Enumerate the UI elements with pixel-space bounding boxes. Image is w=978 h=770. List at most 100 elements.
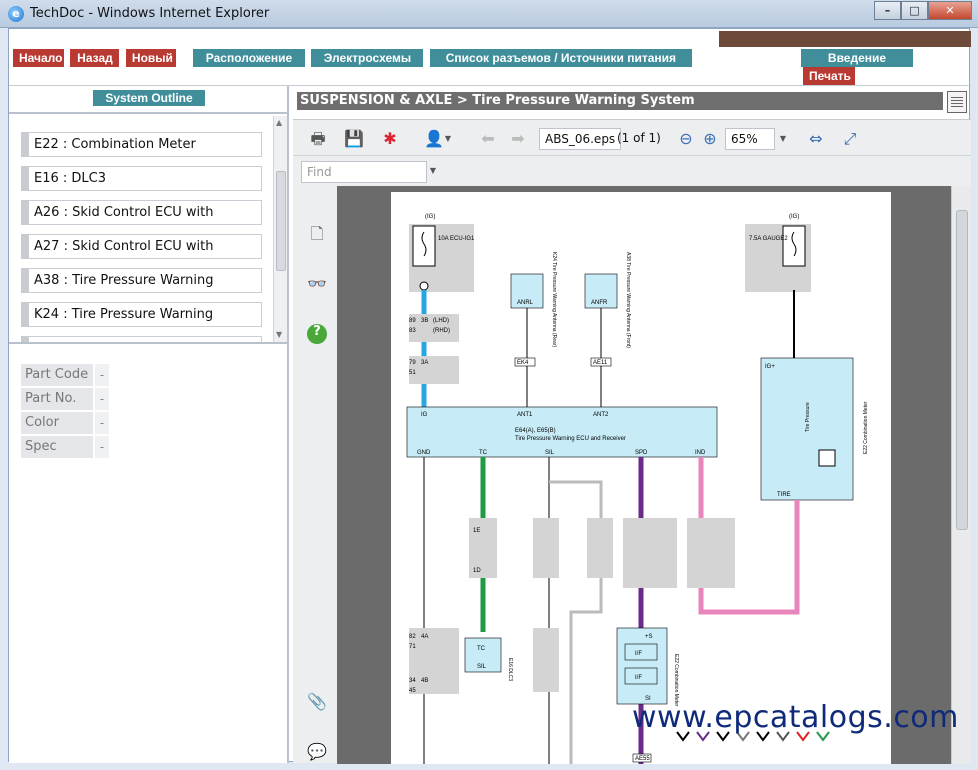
- next-page-icon[interactable]: ➡: [511, 129, 525, 148]
- if-block: [624, 667, 658, 685]
- attachment-icon[interactable]: 📎: [307, 692, 327, 711]
- filename-field[interactable]: ABS_06.eps: [539, 128, 622, 150]
- list-item-partial[interactable]: [21, 336, 262, 342]
- viewer-scrollbar[interactable]: [951, 186, 971, 764]
- watermark: www.epcatalogs.com: [632, 700, 959, 735]
- nav-connectors-button[interactable]: Список разъемов / Источники питания: [429, 49, 692, 67]
- connector-tag-label: AE55: [635, 756, 650, 762]
- list-item[interactable]: A27 : Skid Control ECU with: [21, 234, 262, 259]
- nav-intro-button[interactable]: Введение: [801, 49, 913, 67]
- prop-key: Part No.: [21, 388, 93, 410]
- meter-pin: IG+: [765, 364, 775, 370]
- user-dropdown-icon[interactable]: ▼: [444, 134, 452, 143]
- nav-print-button[interactable]: Печать: [803, 67, 855, 85]
- meter2-pin: I/F: [635, 651, 642, 657]
- legend-arrows: [676, 731, 830, 742]
- connector-tag: [632, 753, 652, 763]
- zoom-dropdown-icon[interactable]: ▼: [779, 134, 787, 143]
- pin-number: 45: [409, 688, 416, 694]
- minimize-button[interactable]: –: [874, 1, 901, 20]
- prev-page-icon[interactable]: ⬅: [481, 129, 495, 148]
- dlc3-label: E16 DLC3: [507, 658, 513, 681]
- list-item[interactable]: A38 : Tire Pressure Warning: [21, 268, 262, 293]
- antenna-front-label: ANFR: [591, 300, 608, 306]
- meter2-pin: SI: [645, 696, 651, 702]
- nav-back-button[interactable]: Назад: [70, 49, 120, 67]
- connector-code: 4A: [421, 634, 428, 640]
- nav-right: Введение Печать: [801, 49, 969, 85]
- page-content: Начало Назад Новый Расположение Электрос…: [8, 28, 971, 764]
- header-divider: [9, 85, 971, 86]
- sil-wire-rhd: [549, 480, 603, 764]
- ecu-label-2: Tire Pressure Warning ECU and Receiver: [515, 436, 626, 442]
- close-button[interactable]: ✕: [928, 1, 972, 20]
- window-title: TechDoc - Windows Internet Explorer: [30, 6, 270, 21]
- binoculars-icon[interactable]: 👓: [307, 274, 327, 293]
- find-input[interactable]: Find: [301, 161, 427, 183]
- dlc3-box: [464, 637, 502, 673]
- connector-tag: [590, 357, 612, 367]
- connector-code: 1E: [473, 528, 480, 534]
- list-item[interactable]: E16 : DLC3: [21, 166, 262, 191]
- list-scroll-thumb[interactable]: [276, 171, 286, 271]
- window-controls: – □ ✕: [874, 1, 972, 20]
- list-item[interactable]: E22 : Combination Meter: [21, 132, 262, 157]
- nav-home-button[interactable]: Начало: [13, 49, 64, 67]
- fuse-right-label: 7.5A GAUGE2: [749, 236, 788, 242]
- zoom-in-icon[interactable]: ⊕: [703, 129, 717, 148]
- meter-pin: TIRE: [777, 492, 791, 498]
- meter2-pin: I/F: [635, 675, 642, 681]
- nav-new-button[interactable]: Новый: [125, 49, 176, 67]
- connector-box: [409, 356, 459, 384]
- nav-location-button[interactable]: Расположение: [193, 49, 305, 67]
- prop-row: Spec -: [21, 436, 109, 458]
- document-list-icon[interactable]: [947, 91, 967, 113]
- list-item[interactable]: K24 : Tire Pressure Warning: [21, 302, 262, 327]
- maximize-button[interactable]: □: [901, 1, 928, 20]
- fit-page-icon[interactable]: ⤢: [843, 129, 857, 148]
- page-count: (1 of 1): [617, 131, 661, 145]
- part-properties: Part Code - Part No. - Color - Spec -: [21, 364, 109, 460]
- pin: [419, 281, 429, 291]
- connector-code: 4B: [421, 678, 428, 684]
- ecu-pin: TC: [479, 450, 488, 456]
- pin-number: 51: [409, 370, 416, 376]
- list-scrollbar[interactable]: ▲ ▼: [273, 116, 287, 342]
- prop-row: Part Code -: [21, 364, 109, 386]
- meter-label: E22 Combination Meter: [863, 401, 869, 454]
- antenna-rear-label: ANRL: [517, 300, 534, 306]
- pin-number: 71: [409, 644, 416, 650]
- fit-width-icon[interactable]: ⇔: [809, 129, 823, 148]
- viewer-scroll-thumb[interactable]: [956, 210, 968, 530]
- scroll-up-icon[interactable]: ▲: [276, 118, 283, 127]
- save-icon[interactable]: 💾: [344, 129, 364, 148]
- prop-value: -: [95, 388, 109, 410]
- find-dropdown-icon[interactable]: ▼: [429, 166, 437, 175]
- a38-label: A38 Tire Pressure Warning Antenna (Front…: [625, 252, 631, 348]
- connector-tag-label: AE11: [593, 360, 608, 366]
- plugin-icon[interactable]: ✱: [383, 129, 397, 148]
- user-icon[interactable]: 👤: [424, 129, 444, 148]
- meter-inner-label: Tire Pressure: [805, 402, 811, 432]
- breadcrumb: SUSPENSION & AXLE > Tire Pressure Warnin…: [297, 92, 943, 110]
- ecu-pin: IG: [421, 412, 428, 418]
- antenna-rear: [510, 273, 544, 309]
- prop-row: Color -: [21, 412, 109, 434]
- wiring-diagram-page: (IG) 10A ECU-IG1 89 83 3B (LHD) (RHD) 79: [391, 192, 891, 764]
- fuse-left-label: 10A ECU-IG1: [438, 236, 475, 242]
- connector-box: [587, 518, 613, 578]
- list-item[interactable]: A26 : Skid Control ECU with: [21, 200, 262, 225]
- diagram-ig-left-label: (IG): [425, 214, 435, 220]
- nav-wiring-button[interactable]: Электросхемы: [311, 49, 424, 67]
- print-icon[interactable]: 🖶: [310, 129, 326, 148]
- connector-tag: [514, 357, 536, 367]
- zoom-field[interactable]: 65%: [725, 128, 775, 150]
- fuse-right-symbol: [791, 231, 797, 257]
- system-outline-button[interactable]: System Outline: [93, 90, 205, 106]
- connector-box: [469, 518, 497, 578]
- help-icon[interactable]: ?: [307, 324, 327, 344]
- comments-icon[interactable]: 💬: [307, 742, 327, 761]
- scroll-down-icon[interactable]: ▼: [276, 330, 283, 339]
- pages-icon[interactable]: 🗋: [310, 224, 324, 243]
- zoom-out-icon[interactable]: ⊖: [679, 129, 693, 148]
